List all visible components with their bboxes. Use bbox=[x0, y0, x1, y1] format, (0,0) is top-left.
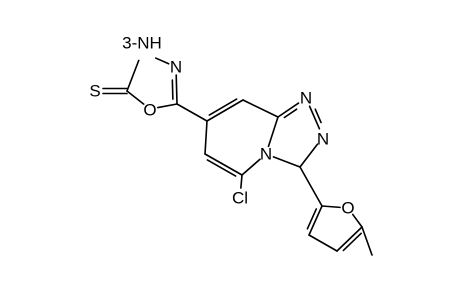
bond-c2-nh bbox=[126, 59, 140, 92]
bond-c8a-np bbox=[267, 116, 279, 148]
atom-S: S bbox=[89, 82, 100, 101]
bond-c8-c8a bbox=[242, 99, 279, 118]
atom-N-triazole-top: N bbox=[300, 89, 312, 108]
bond-c7-c8-double-inner bbox=[208, 98, 238, 116]
atom-Cl: Cl bbox=[232, 189, 248, 208]
bond-of1-cf5 bbox=[351, 213, 363, 228]
bond-cf5-cf4-double bbox=[336, 226, 363, 252]
bond-c5p-c6-double-inner bbox=[206, 159, 237, 177]
bond-cf3-cf2-double-inner bbox=[306, 208, 318, 230]
bond-c3-cf2 bbox=[299, 166, 323, 207]
bond-cf5-cf4-double-inner bbox=[342, 232, 362, 252]
atom-NH: 3-NH bbox=[122, 34, 162, 53]
bond-cf2-of1 bbox=[321, 205, 341, 209]
atom-label-layer: S 3-NH N O N N N Cl O bbox=[89, 34, 354, 218]
atom-N-oxadiazole: N bbox=[170, 58, 182, 77]
bond-layer bbox=[102, 57, 373, 256]
atom-N-bridge: N bbox=[260, 145, 272, 164]
bond-n4-c5-double bbox=[175, 74, 178, 105]
bond-c5p-c6-double bbox=[204, 153, 243, 176]
bond-n4-c5-double-inner bbox=[171, 79, 174, 100]
bond-c5-o1 bbox=[157, 103, 178, 109]
bond-c3-np bbox=[272, 156, 301, 168]
bond-cf3-cf2-double bbox=[308, 205, 323, 236]
bond-nb-c3 bbox=[299, 143, 319, 168]
bond-cf5-methyl bbox=[361, 226, 373, 256]
bond-na-nb-double bbox=[308, 105, 321, 130]
bond-nh-n4 bbox=[154, 57, 170, 65]
bond-c6-c7 bbox=[204, 120, 208, 155]
bond-na-nb-double-inner bbox=[314, 108, 322, 124]
bond-c8a-na-double-inner bbox=[283, 108, 298, 119]
bond-c7-c8-double bbox=[206, 99, 244, 122]
bond-cf4-cf3 bbox=[308, 234, 338, 252]
bond-c5p-cl bbox=[240, 174, 243, 189]
atom-O-furan: O bbox=[341, 199, 354, 218]
bond-c5-c7 bbox=[176, 103, 208, 122]
atom-O-oxadiazole: O bbox=[143, 101, 156, 120]
bond-np-c5p bbox=[241, 158, 261, 176]
bond-o1-c2 bbox=[126, 90, 145, 105]
atom-N-triazole-right: N bbox=[317, 130, 329, 149]
bond-c8a-na-double bbox=[277, 102, 300, 118]
